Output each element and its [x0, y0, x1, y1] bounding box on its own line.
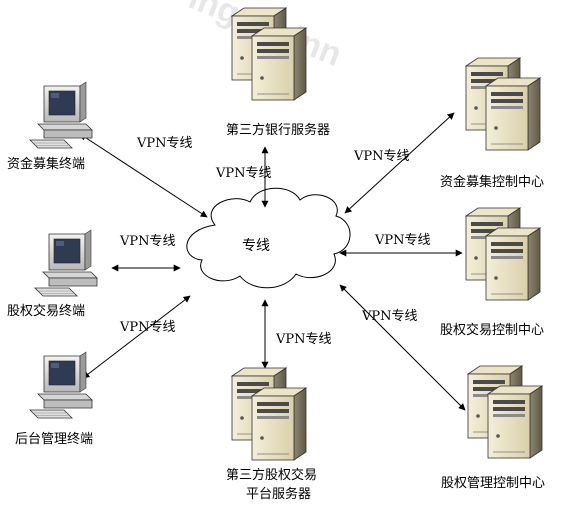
vpn-label-equity-center: VPN专线: [374, 233, 431, 248]
computer-icon: [29, 81, 93, 149]
connections: [79, 112, 466, 411]
vpn-label-fund-center: VPN专线: [353, 149, 410, 164]
server-icon: [466, 208, 540, 300]
link-fund-center: [344, 112, 455, 214]
equity-center-label: 股权交易控制中心: [440, 322, 544, 338]
vpn-labels: VPN专线 VPN专线 VPN专线 VPN专线 VPN专线 VPN专线 VPN专…: [119, 136, 431, 347]
server-icon: [232, 368, 306, 460]
management-center-label: 股权管理控制中心: [441, 475, 545, 491]
platform-server-label-line2: 平台服务器: [246, 486, 311, 502]
fund-center-node: 资金募集控制中心: [440, 58, 544, 190]
platform-server-node: 第三方股权交易 平台服务器: [226, 368, 317, 502]
server-icon: [468, 366, 542, 458]
fund-terminal-node: 资金募集终端: [7, 81, 93, 172]
server-icon: [466, 58, 540, 150]
bank-server-label: 第三方银行服务器: [226, 122, 330, 138]
fund-center-label: 资金募集控制中心: [440, 174, 544, 190]
fund-terminal-label: 资金募集终端: [7, 156, 85, 172]
management-center-node: 股权管理控制中心: [441, 366, 545, 491]
backoffice-terminal-node: 后台管理终端: [15, 351, 93, 447]
vpn-label-management-center: VPN专线: [361, 309, 418, 324]
cloud-label: 专线: [242, 238, 270, 254]
vpn-label-bank-server: VPN专线: [215, 166, 272, 181]
bank-server-node: 第三方银行服务器: [226, 8, 330, 138]
equity-center-node: 股权交易控制中心: [440, 208, 544, 338]
vpn-label-fund-terminal: VPN专线: [136, 136, 193, 151]
link-management-center: [339, 284, 466, 411]
computer-icon: [34, 229, 98, 297]
equity-terminal-label: 股权交易终端: [7, 303, 85, 319]
server-icon: [232, 8, 306, 100]
link-fund-terminal: [79, 133, 208, 218]
computer-icon: [29, 351, 93, 419]
vpn-label-backoffice-terminal: VPN专线: [119, 320, 176, 335]
vpn-label-equity-terminal: VPN专线: [119, 234, 176, 249]
vpn-label-platform-server: VPN专线: [275, 332, 332, 347]
backoffice-terminal-label: 后台管理终端: [15, 431, 93, 447]
link-backoffice-terminal: [82, 295, 191, 379]
private-line-cloud: 专线: [186, 187, 351, 289]
platform-server-label-line1: 第三方股权交易: [226, 467, 317, 483]
equity-terminal-node: 股权交易终端: [7, 229, 98, 319]
